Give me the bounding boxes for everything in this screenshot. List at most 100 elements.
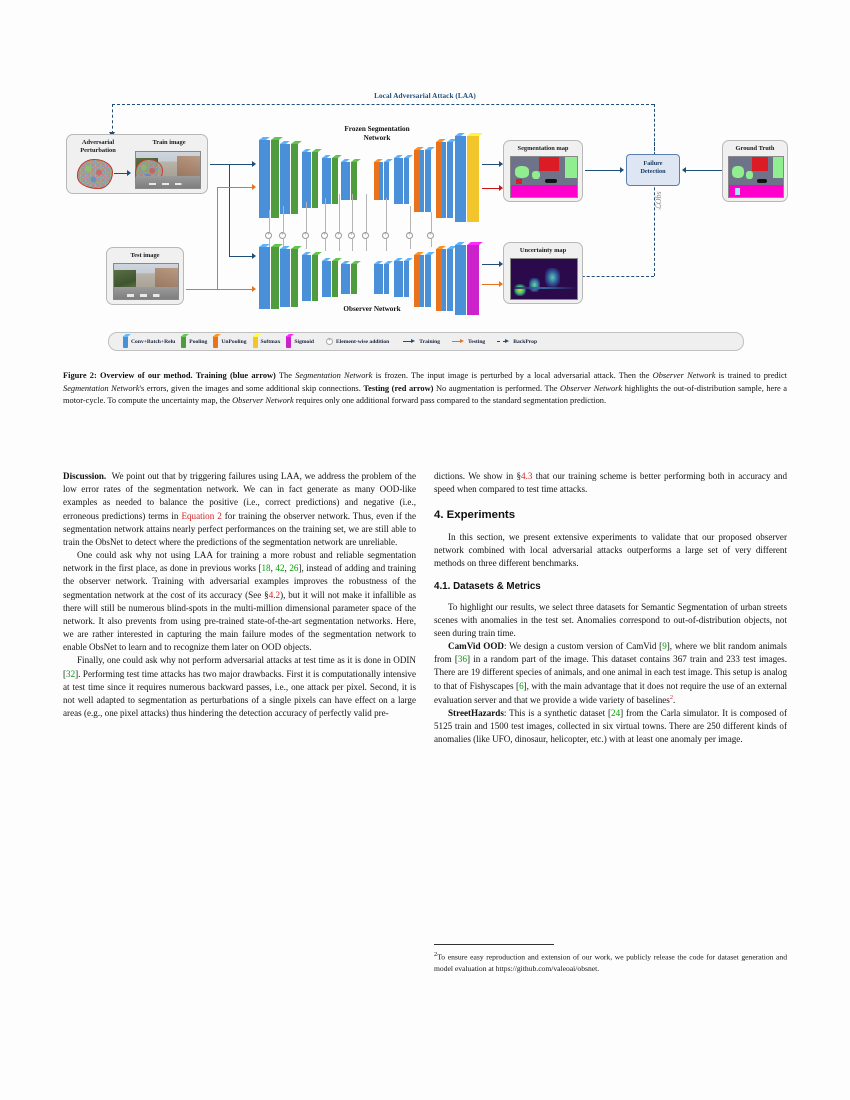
streethazards-paragraph: StreetHazards: This is a synthetic datas… [434, 707, 787, 747]
camvid-text-d: ], with the main advantage that it does … [434, 680, 787, 705]
citation-9[interactable]: 9 [662, 641, 667, 652]
element-wise-add-7: + [362, 232, 369, 239]
pooling-swatch-icon [181, 335, 187, 348]
ground-truth-thumbnail [728, 156, 784, 198]
test-feed-to-obs-arrowhead [252, 285, 256, 292]
caption-testing-bold: Testing (red arrow) [363, 383, 434, 393]
legend-label-conv: Conv+Batch+Relu [131, 338, 176, 345]
train-feed-to-seg [229, 164, 253, 165]
figure-2-diagram: Local Adversarial Attack (LAA) ℒObs Adve… [62, 92, 788, 362]
legend-label-testing: Testing [468, 338, 486, 345]
softmax-swatch-icon [252, 335, 258, 348]
continued-text-b: that our training scheme is better perfo… [434, 471, 787, 495]
testing-arrow-icon [452, 338, 465, 345]
groundtruth-to-failure-arrow [686, 170, 722, 171]
legend-item-sigmoid: Sigmoid [286, 335, 314, 348]
caption-training-bold: Training (blue arrow) [195, 371, 276, 380]
legend-item-backprop: BackProp [497, 339, 537, 345]
citation-26[interactable]: 26 [289, 563, 299, 574]
footnote-marker: 2 [434, 951, 438, 958]
test-feed-horizontal [186, 289, 218, 290]
element-wise-add-8: + [382, 232, 389, 239]
citation-36[interactable]: 36 [457, 654, 468, 665]
continued-paragraph: dictions. We show in §4.3 that our train… [434, 470, 787, 496]
discussion-label: Discussion. [63, 471, 107, 481]
train-feed-to-obs-arrowhead [252, 252, 256, 259]
unc-output-arrow-test-head [499, 280, 503, 287]
experiments-paragraph: In this section, we present extensive ex… [434, 531, 787, 569]
laa-training-paragraph: One could ask why not using LAA for trai… [63, 550, 417, 653]
test-feed-to-seg [217, 187, 253, 188]
unc-output-arrow-train-head [499, 260, 503, 267]
backprop-loop-top [112, 104, 654, 105]
legend-label-pooling: Pooling [189, 338, 208, 345]
test-input-card: Test image [106, 247, 184, 305]
element-wise-add-3: + [302, 232, 309, 239]
uncertainty-map-thumbnail [510, 258, 578, 300]
legend-label-backprop: BackProp [513, 338, 538, 345]
backprop-loop-left [112, 104, 113, 134]
discussion-text-b: for training the observer network. Thus,… [63, 510, 417, 547]
adversarial-perturbation-blob [77, 159, 113, 189]
footnote-body: To ensure easy reproduction and extensio… [434, 952, 787, 973]
citation-42[interactable]: 42 [275, 563, 285, 574]
seg-output-arrow-train [482, 164, 500, 165]
footnote-text: 2To ensure easy reproduction and extensi… [434, 950, 787, 974]
legend-item-training: Training [403, 339, 440, 345]
legend-item-pooling: Pooling [181, 335, 208, 348]
legend-label-unpooling: UnPooling [221, 338, 247, 345]
citation-18[interactable]: 18 [261, 563, 271, 574]
legend-item-conv: Conv+Batch+Relu [123, 335, 176, 348]
caption-title: Overview of our method. [100, 371, 193, 380]
camvid-paragraph: CamVid OOD: We design a custom version o… [434, 640, 787, 707]
odin-text-a: Finally, one could ask why not perform a… [63, 655, 416, 679]
laa-text-a: One could ask why not using LAA for trai… [63, 550, 416, 574]
perturbation-to-image-arrowhead [127, 169, 131, 176]
citation-6[interactable]: 6 [519, 680, 524, 691]
equation-2-reference[interactable]: Equation 2 [181, 510, 222, 521]
test-feed-to-seg-arrowhead [252, 183, 256, 190]
unc-output-arrow-train [482, 264, 500, 265]
test-feed-to-obs [217, 289, 253, 290]
frozen-segmentation-network-label: Frozen Segmentation Network [344, 125, 410, 142]
sigmoid-swatch-icon [286, 335, 292, 348]
legend-item-testing: Testing [452, 339, 485, 345]
failure-detection-box: Failure Detection [626, 154, 680, 186]
train-feed-to-seg-arrowhead [252, 160, 256, 167]
subsection-heading-datasets-metrics: 4.1. Datasets & Metrics [434, 581, 541, 593]
element-wise-add-6: + [348, 232, 355, 239]
seg-output-arrow-test-head [499, 184, 503, 191]
discussion-paragraph: Discussion. We point out that by trigger… [63, 470, 416, 549]
element-wise-add-2: + [279, 232, 286, 239]
camvid-text-e: . [673, 694, 676, 705]
footnote-divider [434, 944, 554, 945]
segmentation-map-card: Segmentation map [503, 140, 583, 202]
seg-output-arrow-test [482, 188, 500, 189]
laa-text-b: ], instead of adding and training the ob… [63, 563, 416, 600]
section-4-2-reference[interactable]: 4.2 [268, 589, 281, 600]
odin-paragraph: Finally, one could ask why not perform a… [63, 654, 416, 720]
legend-label-elementwise: Element-wise addition [336, 338, 390, 345]
backprop-loop-right [654, 104, 655, 156]
section-heading-experiments: 4. Experiments [434, 509, 516, 522]
discussion-text-a: We point out that by triggering failures… [63, 471, 416, 521]
backprop-arrow-icon [497, 338, 510, 345]
footnote-marker-inline[interactable]: 2 [669, 693, 674, 701]
train-feed-vertical [229, 164, 230, 256]
citation-24[interactable]: 24 [611, 708, 621, 718]
caption-figure-number: Figure 2: [63, 371, 97, 380]
legend-item-softmax: Softmax [252, 335, 280, 348]
training-arrow-icon [403, 338, 416, 345]
ground-truth-card: Ground Truth [722, 140, 788, 202]
streethazards-text-b: ] from the Carla simulator. It is compos… [434, 708, 787, 745]
train-feed-horizontal [210, 164, 230, 165]
ground-truth-label: Ground Truth [735, 145, 775, 152]
citation-32[interactable]: 32 [66, 668, 76, 679]
camvid-ood-label: CamVid OOD [448, 641, 504, 652]
test-image-thumbnail [113, 263, 179, 300]
element-wise-add-1: + [265, 232, 272, 239]
section-4-3-reference[interactable]: 4.3 [521, 471, 533, 481]
streethazards-text-a: : This is a synthetic dataset [ [503, 708, 612, 718]
loss-obs-label: ℒObs [654, 191, 663, 210]
